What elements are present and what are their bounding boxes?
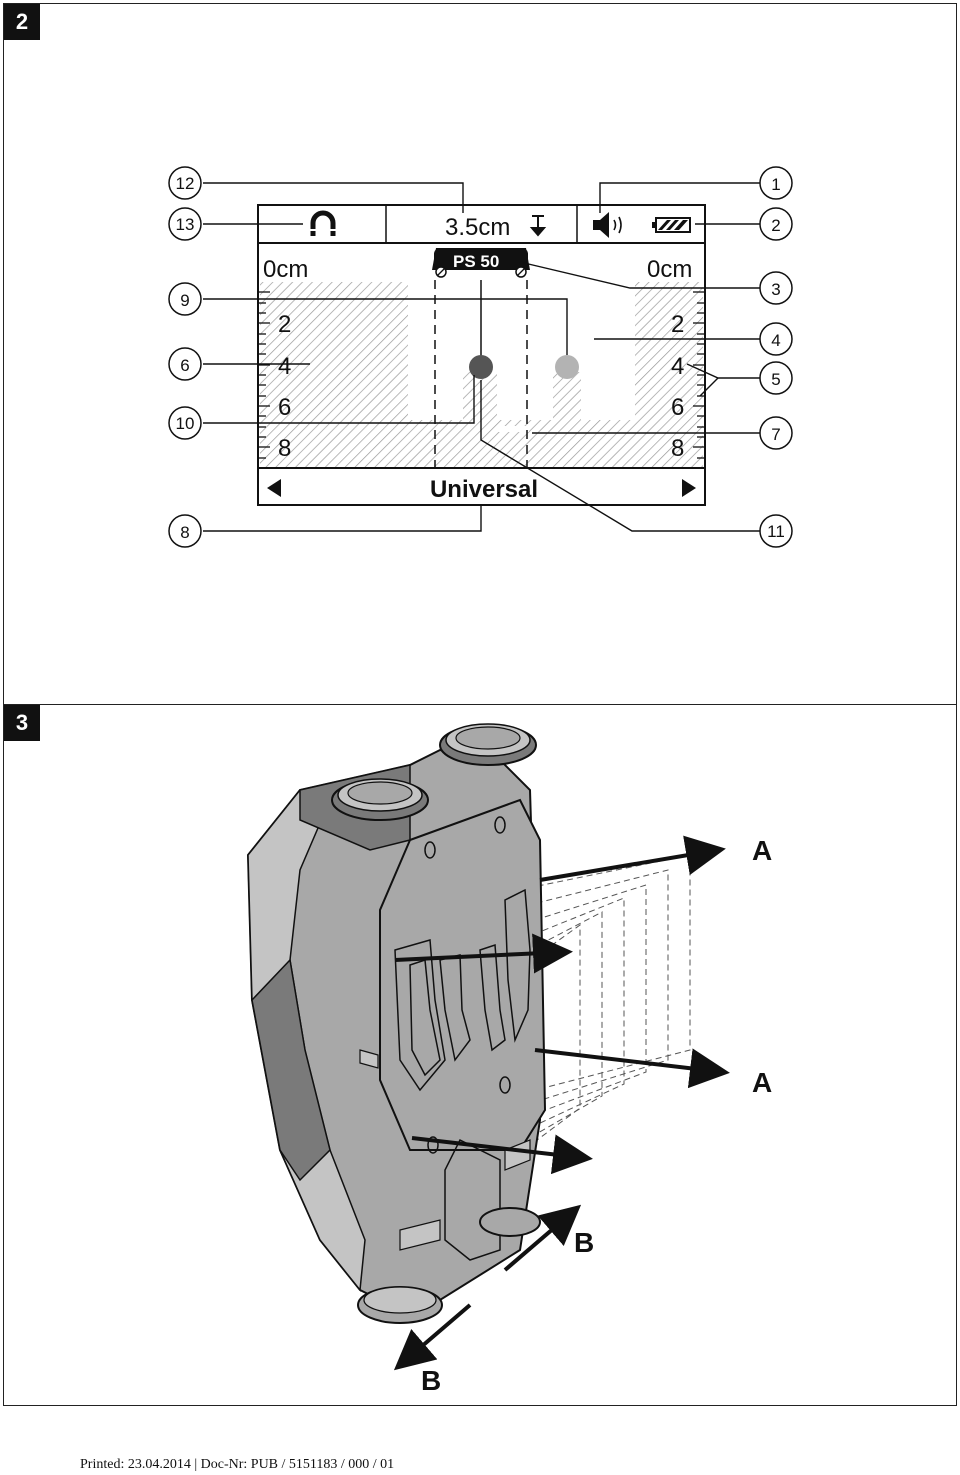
metal-object-icon (469, 355, 493, 379)
callout-9: 9 (168, 282, 202, 316)
leader-lines (203, 182, 760, 532)
label-b-right: B (574, 1227, 594, 1258)
battery-icon (652, 217, 691, 233)
callout-12: 12 (168, 166, 202, 200)
magnet-icon (310, 210, 336, 236)
left-depth-zero: 0cm (263, 256, 308, 283)
callout-1: 1 (759, 166, 793, 200)
scan-direction-arrows (393, 835, 730, 1371)
svg-text:12: 12 (176, 174, 195, 193)
callout-13: 13 (168, 207, 202, 241)
right-depth-zero: 0cm (647, 256, 692, 283)
depth-arrow-icon (529, 215, 547, 237)
scan-field (260, 282, 703, 467)
right-scale-2: 2 (671, 311, 684, 338)
callout-markers: 12 13 9 6 10 8 1 2 3 4 5 7 11 (168, 166, 793, 548)
left-scale-4: 4 (278, 353, 291, 380)
svg-text:10: 10 (176, 414, 195, 433)
wheel-bottom-left (357, 1286, 443, 1324)
wheel-bottom-right (479, 1207, 541, 1237)
right-scale-8: 8 (671, 435, 684, 462)
left-scale-8: 8 (278, 435, 291, 462)
figure-2-tab: 2 (4, 4, 40, 40)
brand-badge: PS 50 (432, 248, 530, 278)
callout-7: 7 (759, 416, 793, 450)
callout-8: 8 (168, 514, 202, 548)
wheel-top-right (439, 723, 537, 766)
figure-3-tab: 3 (4, 705, 40, 741)
svg-text:3: 3 (771, 280, 780, 299)
arrow-b-up (503, 1204, 582, 1272)
callout-3: 3 (759, 271, 793, 305)
speaker-icon (593, 212, 622, 238)
depth-reading: 3.5cm (445, 214, 510, 241)
callout-2: 2 (759, 207, 793, 241)
callout-6: 6 (168, 347, 202, 381)
left-scale-2: 2 (278, 311, 291, 338)
right-depth-scale (693, 291, 705, 459)
callout-4: 4 (759, 322, 793, 356)
right-scale-4: 4 (671, 353, 684, 380)
callout-5: 5 (759, 361, 793, 395)
mode-label: Universal (430, 476, 538, 503)
svg-text:7: 7 (771, 425, 780, 444)
non-metal-object-icon (555, 355, 579, 379)
brand-label: PS 50 (453, 252, 499, 271)
wheel-top-left (331, 778, 429, 821)
callout-11: 11 (759, 514, 793, 548)
right-scale-6: 6 (671, 394, 684, 421)
right-arrow-icon (682, 479, 696, 497)
left-scale-6: 6 (278, 394, 291, 421)
arrow-lower (411, 1134, 593, 1175)
svg-text:6: 6 (180, 356, 189, 375)
arrow-a-top (539, 835, 726, 882)
svg-text:5: 5 (771, 370, 780, 389)
figure-3-panel: 3 (3, 704, 957, 1406)
arrow-b-down (393, 1303, 472, 1371)
left-arrow-icon (267, 479, 281, 497)
label-b-bottom: B (421, 1365, 441, 1396)
svg-text:9: 9 (180, 291, 189, 310)
arrow-a-bottom (534, 1048, 730, 1089)
label-a-top: A (752, 835, 772, 866)
label-a-bottom: A (752, 1067, 772, 1098)
svg-text:2: 2 (771, 216, 780, 235)
svg-text:8: 8 (180, 523, 189, 542)
arrow-mid (394, 933, 573, 974)
callout-10: 10 (168, 406, 202, 440)
svg-text:1: 1 (771, 175, 780, 194)
display-diagram: 0cm 0cm 2 4 6 8 2 4 6 8 3.5cm PS 50 (168, 166, 793, 548)
svg-text:4: 4 (771, 331, 780, 350)
left-depth-scale (258, 291, 270, 459)
print-footer: Printed: 23.04.2014 | Doc-Nr: PUB / 5151… (80, 1457, 395, 1472)
svg-text:13: 13 (176, 215, 195, 234)
svg-text:11: 11 (767, 522, 785, 541)
